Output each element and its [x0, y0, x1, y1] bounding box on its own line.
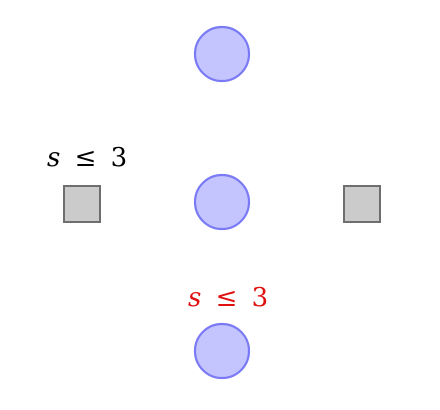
circle-node-top	[193, 25, 251, 83]
label-bottom-variable: s	[188, 283, 201, 313]
label-bottom-relation: ≤	[216, 283, 238, 313]
circle-node-middle	[193, 173, 251, 231]
circle-node-bottom	[193, 322, 251, 380]
label-left-variable: s	[47, 143, 60, 173]
square-node-left	[63, 185, 101, 223]
label-bottom: s ≤ 3	[188, 283, 268, 313]
label-left-relation: ≤	[75, 143, 97, 173]
square-node-right	[343, 185, 381, 223]
label-left-value: 3	[111, 143, 128, 173]
label-left: s ≤ 3	[47, 143, 127, 173]
label-bottom-value: 3	[252, 283, 269, 313]
